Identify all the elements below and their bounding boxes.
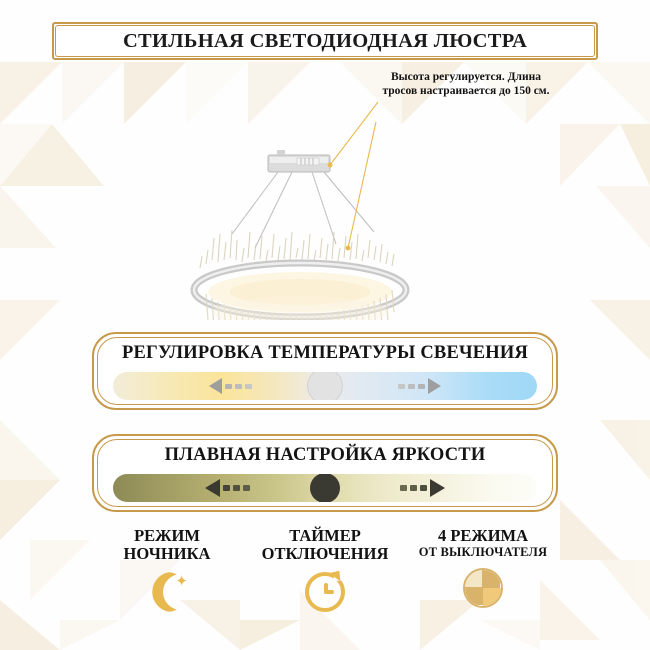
clock-ring-shape (305, 572, 345, 612)
suspension-cables-icon (231, 171, 375, 249)
dash (408, 383, 415, 389)
brightness-increase-indicator (400, 479, 445, 497)
dash (235, 383, 242, 389)
clock-minute-hand (324, 590, 334, 594)
dash (420, 485, 427, 491)
color-temperature-slider[interactable] (113, 372, 537, 400)
callout-leader-lines (327, 101, 379, 251)
dash (225, 383, 232, 389)
moon-star-icon: ✦ (145, 570, 189, 614)
dash (398, 383, 405, 389)
dash (410, 485, 417, 491)
mode-four-modes: 4 РЕЖИМА ОТ ВЫКЛЮЧАТЕЛЯ (408, 527, 558, 610)
product-illustration: Высота регулируется. Длина тросов настра… (0, 62, 650, 355)
quadrant-1 (465, 570, 483, 588)
quadrant-circle-shape (463, 568, 503, 608)
mode-timer: ТАЙМЕР ОТКЛЮЧЕНИЯ (250, 527, 400, 614)
arrow-left-icon (205, 479, 220, 497)
clock-hour-hand (324, 583, 328, 594)
dash (223, 485, 230, 491)
mode-four-modes-label-line1: 4 РЕЖИМА (437, 526, 529, 545)
mode-four-modes-label-line2: ОТ ВЫКЛЮЧАТЕЛЯ (418, 545, 548, 559)
clock-timer-icon (303, 566, 347, 614)
temp-decrease-indicator (209, 378, 252, 394)
height-adjust-callout: Высота регулируется. Длина тросов настра… (382, 71, 550, 97)
color-temperature-slider-knob[interactable] (307, 372, 343, 400)
brightness-slider[interactable] (113, 474, 537, 502)
panel-title-brightness: ПЛАВНАЯ НАСТРОЙКА ЯРКОСТИ (164, 445, 486, 465)
panel-title-color-temperature: РЕГУЛИРОВКА ТЕМПЕРАТУРЫ СВЕЧЕНИЯ (121, 343, 529, 363)
star-shape: ✦ (175, 574, 188, 590)
mode-night-light: РЕЖИМ НОЧНИКА ✦ (92, 527, 242, 614)
dash (233, 485, 240, 491)
panel-brightness: ПЛАВНАЯ НАСТРОЙКА ЯРКОСТИ (92, 434, 558, 512)
dash (400, 485, 407, 491)
brightness-decrease-indicator (205, 479, 250, 497)
four-quadrant-circle-icon (461, 566, 505, 610)
ceiling-mount-icon (267, 150, 331, 173)
arrow-left-icon (209, 378, 222, 394)
mode-features: РЕЖИМ НОЧНИКА ✦ ТАЙМЕР ОТКЛЮЧЕНИЯ 4 РЕЖИ… (92, 527, 558, 639)
header-inner-frame (55, 25, 595, 57)
quadrant-divider-vertical (482, 570, 501, 588)
led-ring (190, 259, 410, 321)
arrow-right-icon (430, 479, 445, 497)
panel-color-temperature: РЕГУЛИРОВКА ТЕМПЕРАТУРЫ СВЕЧЕНИЯ (92, 332, 558, 410)
mode-timer-label-line1: ТАЙМЕР (289, 526, 361, 545)
dash (245, 383, 252, 389)
page-title: СТИЛЬНАЯ СВЕТОДИОДНАЯ ЛЮСТРА (122, 29, 528, 52)
poster-header: СТИЛЬНАЯ СВЕТОДИОДНАЯ ЛЮСТРА (52, 22, 598, 60)
quadrant-4 (483, 588, 501, 606)
brightness-slider-knob[interactable] (310, 474, 340, 502)
arrow-right-icon (428, 378, 441, 394)
chandelier-drawing (190, 101, 410, 355)
quadrant-divider-horizontal (465, 587, 483, 606)
dash (243, 485, 250, 491)
mode-night-light-label-line1: РЕЖИМ (134, 526, 200, 545)
mode-night-light-label-line2: НОЧНИКА (123, 544, 211, 563)
dash (418, 383, 425, 389)
crystal-rods-upper (199, 229, 395, 269)
mode-timer-label-line2: ОТКЛЮЧЕНИЯ (261, 544, 389, 563)
temp-increase-indicator (398, 378, 441, 394)
